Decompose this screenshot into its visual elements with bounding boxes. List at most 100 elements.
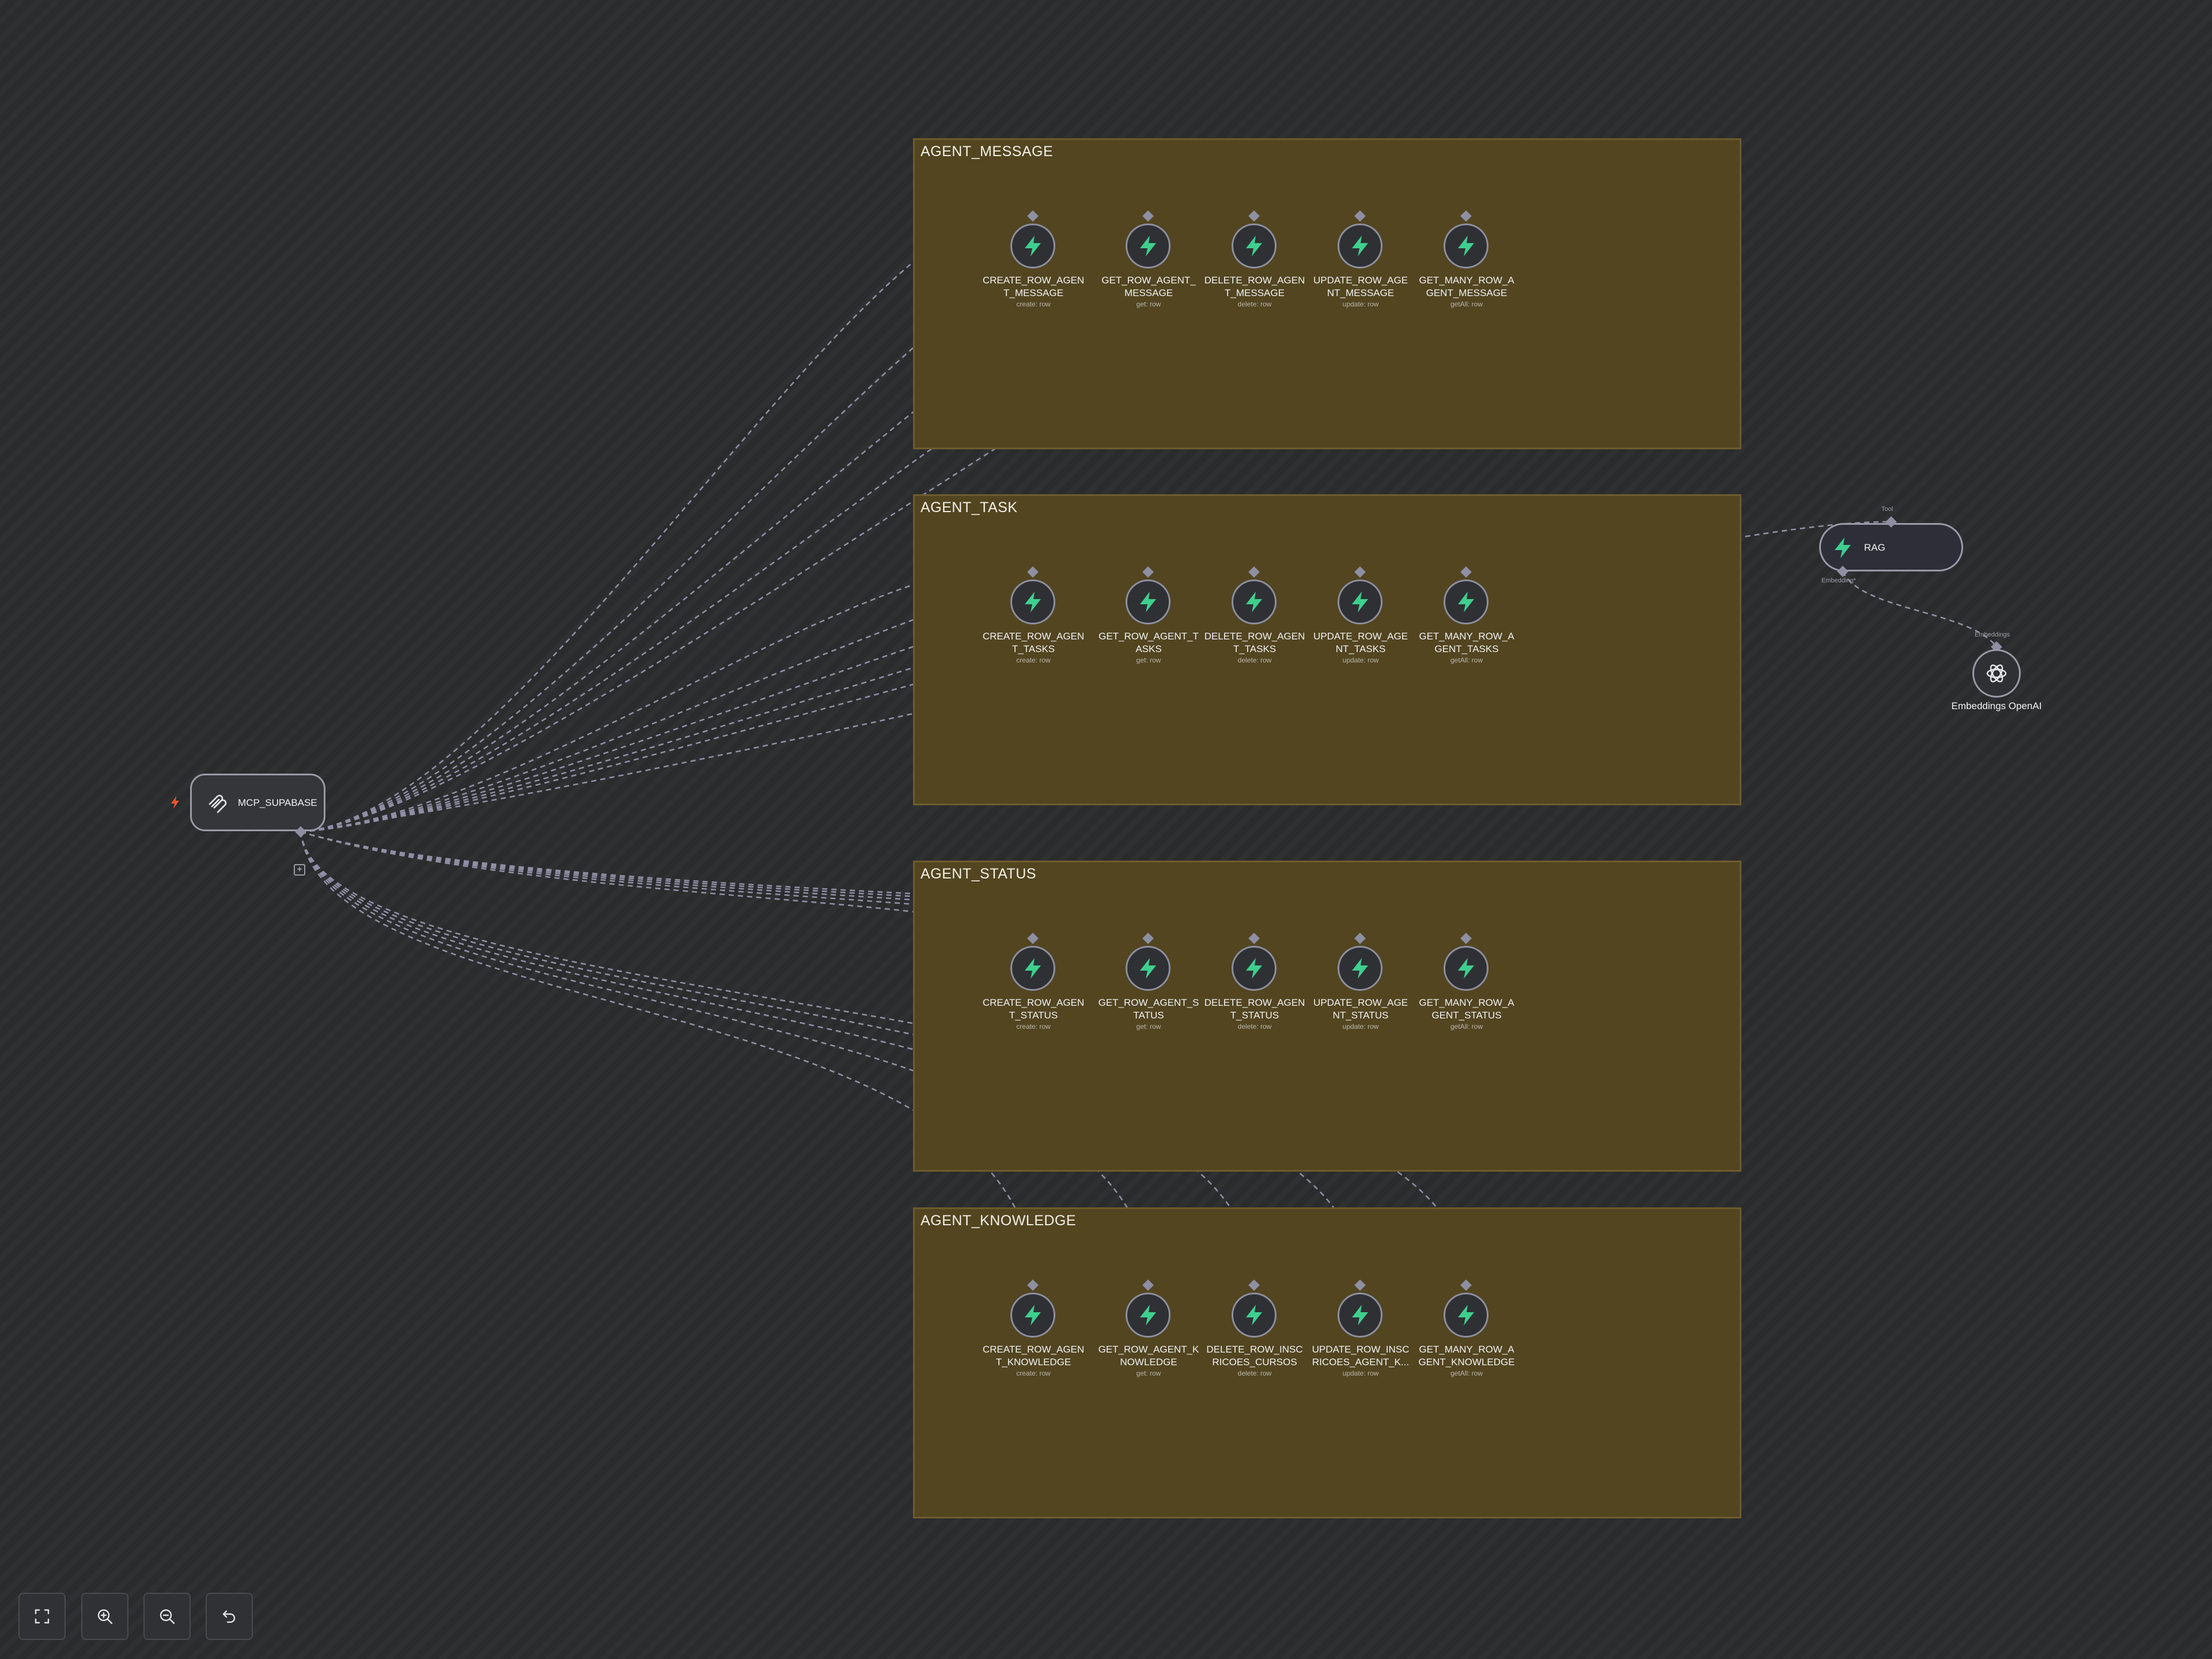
supabase-bolt-icon	[1352, 1305, 1368, 1325]
tool-port[interactable]	[1460, 210, 1472, 222]
tool-node-circle[interactable]	[1232, 224, 1277, 268]
rag-node[interactable]: RAG	[1819, 523, 1963, 571]
tool-node-circle[interactable]	[1010, 579, 1055, 624]
supabase-bolt-icon	[1246, 1305, 1262, 1325]
tool-port[interactable]	[1142, 566, 1154, 578]
tool-node-circle[interactable]	[1126, 579, 1171, 624]
tool-name: GET_ROW_AGENT_T ASKS	[1099, 631, 1199, 654]
tool-node-circle[interactable]	[1338, 579, 1382, 624]
tool-node-circle[interactable]	[1126, 1293, 1171, 1338]
tool-node-circle[interactable]	[1444, 946, 1488, 991]
tool-port[interactable]	[1027, 210, 1039, 222]
tool-node-circle[interactable]	[1232, 579, 1277, 624]
tool-port[interactable]	[1248, 933, 1260, 944]
zoom-out-icon	[160, 1609, 175, 1624]
tool-node-circle[interactable]	[1010, 946, 1055, 991]
tool-port[interactable]	[1027, 566, 1039, 578]
zoom-out-button[interactable]	[143, 1593, 191, 1640]
group-agent-status[interactable]: AGENT_STATUS	[913, 861, 1741, 1172]
group-agent-task[interactable]: AGENT_TASK	[913, 494, 1741, 805]
tool-node-circle[interactable]	[1126, 224, 1171, 268]
tool-name: DELETE_ROW_AGEN T_MESSAGE	[1204, 275, 1305, 298]
tool-port[interactable]	[1142, 1279, 1154, 1291]
group-agent-knowledge[interactable]: AGENT_KNOWLEDGE	[913, 1207, 1741, 1518]
tool-port[interactable]	[1027, 933, 1039, 944]
tool-node-circle[interactable]	[1444, 1293, 1488, 1338]
tool-name: GET_ROW_AGENT_S TATUS	[1098, 997, 1199, 1021]
group-agent-message[interactable]: AGENT_MESSAGE	[913, 138, 1741, 449]
zoom-in-button[interactable]	[81, 1593, 128, 1640]
reset-zoom-button[interactable]	[206, 1593, 253, 1640]
tool-port[interactable]	[1354, 566, 1366, 578]
tool-node-circle[interactable]	[1232, 1293, 1277, 1338]
node-label: Embeddings OpenAI	[1951, 700, 2042, 711]
tool-port[interactable]	[1248, 1279, 1260, 1291]
embeddings-openai-node[interactable]	[1972, 649, 2021, 698]
tool-operation: update: row	[1342, 1369, 1379, 1377]
tool-name: CREATE_ROW_AGEN T_KNOWLEDGE	[982, 1344, 1085, 1368]
supabase-bolt-icon	[1140, 1305, 1156, 1325]
tool-node-circle[interactable]	[1010, 1293, 1055, 1338]
tool-operation: create: row	[1016, 300, 1051, 308]
tool-node-circle[interactable]	[1126, 946, 1171, 991]
supabase-bolt-icon	[1025, 958, 1041, 979]
tool-node-circle[interactable]	[1338, 946, 1382, 991]
tool-operation: get: row	[1136, 300, 1161, 308]
tool-name: UPDATE_ROW_AGE NT_MESSAGE	[1313, 275, 1408, 298]
trigger-bolt-icon	[171, 796, 179, 809]
tool-port[interactable]	[1460, 1279, 1472, 1291]
embedding-connection-edge	[1842, 571, 1998, 647]
supabase-bolt-icon	[1140, 958, 1156, 979]
tool-port[interactable]	[1248, 210, 1260, 222]
tool-port[interactable]	[1142, 933, 1154, 944]
tool-node[interactable]: UPDATE_ROW_INSC RICOES_AGENT_K...update:…	[1303, 1279, 1418, 1396]
tool-node-circle[interactable]	[1338, 1293, 1382, 1338]
tool-operation: update: row	[1342, 1022, 1379, 1031]
mcp-supabase-node[interactable]: MCP_SUPABASE	[190, 774, 325, 831]
tool-operation: getAll: row	[1450, 1022, 1483, 1031]
tool-node-circle[interactable]	[1338, 224, 1382, 268]
tool-node-circle[interactable]	[1232, 946, 1277, 991]
tool-port[interactable]	[1142, 210, 1154, 222]
tool-node[interactable]: UPDATE_ROW_AGE NT_MESSAGE update: row	[1303, 210, 1418, 327]
tool-node-circle[interactable]	[1444, 224, 1488, 268]
group-title: AGENT_STATUS	[921, 866, 1036, 882]
tool-port[interactable]	[1460, 566, 1472, 578]
fit-view-button[interactable]	[18, 1593, 66, 1640]
fit-view-icon	[35, 1609, 50, 1624]
tool-port[interactable]	[1460, 933, 1472, 944]
tool-port[interactable]	[1027, 1279, 1039, 1291]
tool-port[interactable]	[1354, 1279, 1366, 1291]
add-tool-button[interactable]: +	[294, 864, 305, 876]
tool-port[interactable]	[1354, 933, 1366, 944]
supabase-bolt-icon	[1352, 592, 1368, 612]
tool-port[interactable]	[1354, 210, 1366, 222]
tool-operation: getAll: row	[1450, 656, 1483, 664]
tool-node-circle[interactable]	[1444, 579, 1488, 624]
tool-node-circle[interactable]	[1010, 224, 1055, 268]
tool-operation: update: row	[1342, 300, 1379, 308]
tool-port[interactable]	[1248, 566, 1260, 578]
tool-operation: create: row	[1016, 656, 1051, 664]
tool-operation: get: row	[1136, 1022, 1161, 1031]
tool-operation: delete: row	[1237, 1022, 1272, 1031]
